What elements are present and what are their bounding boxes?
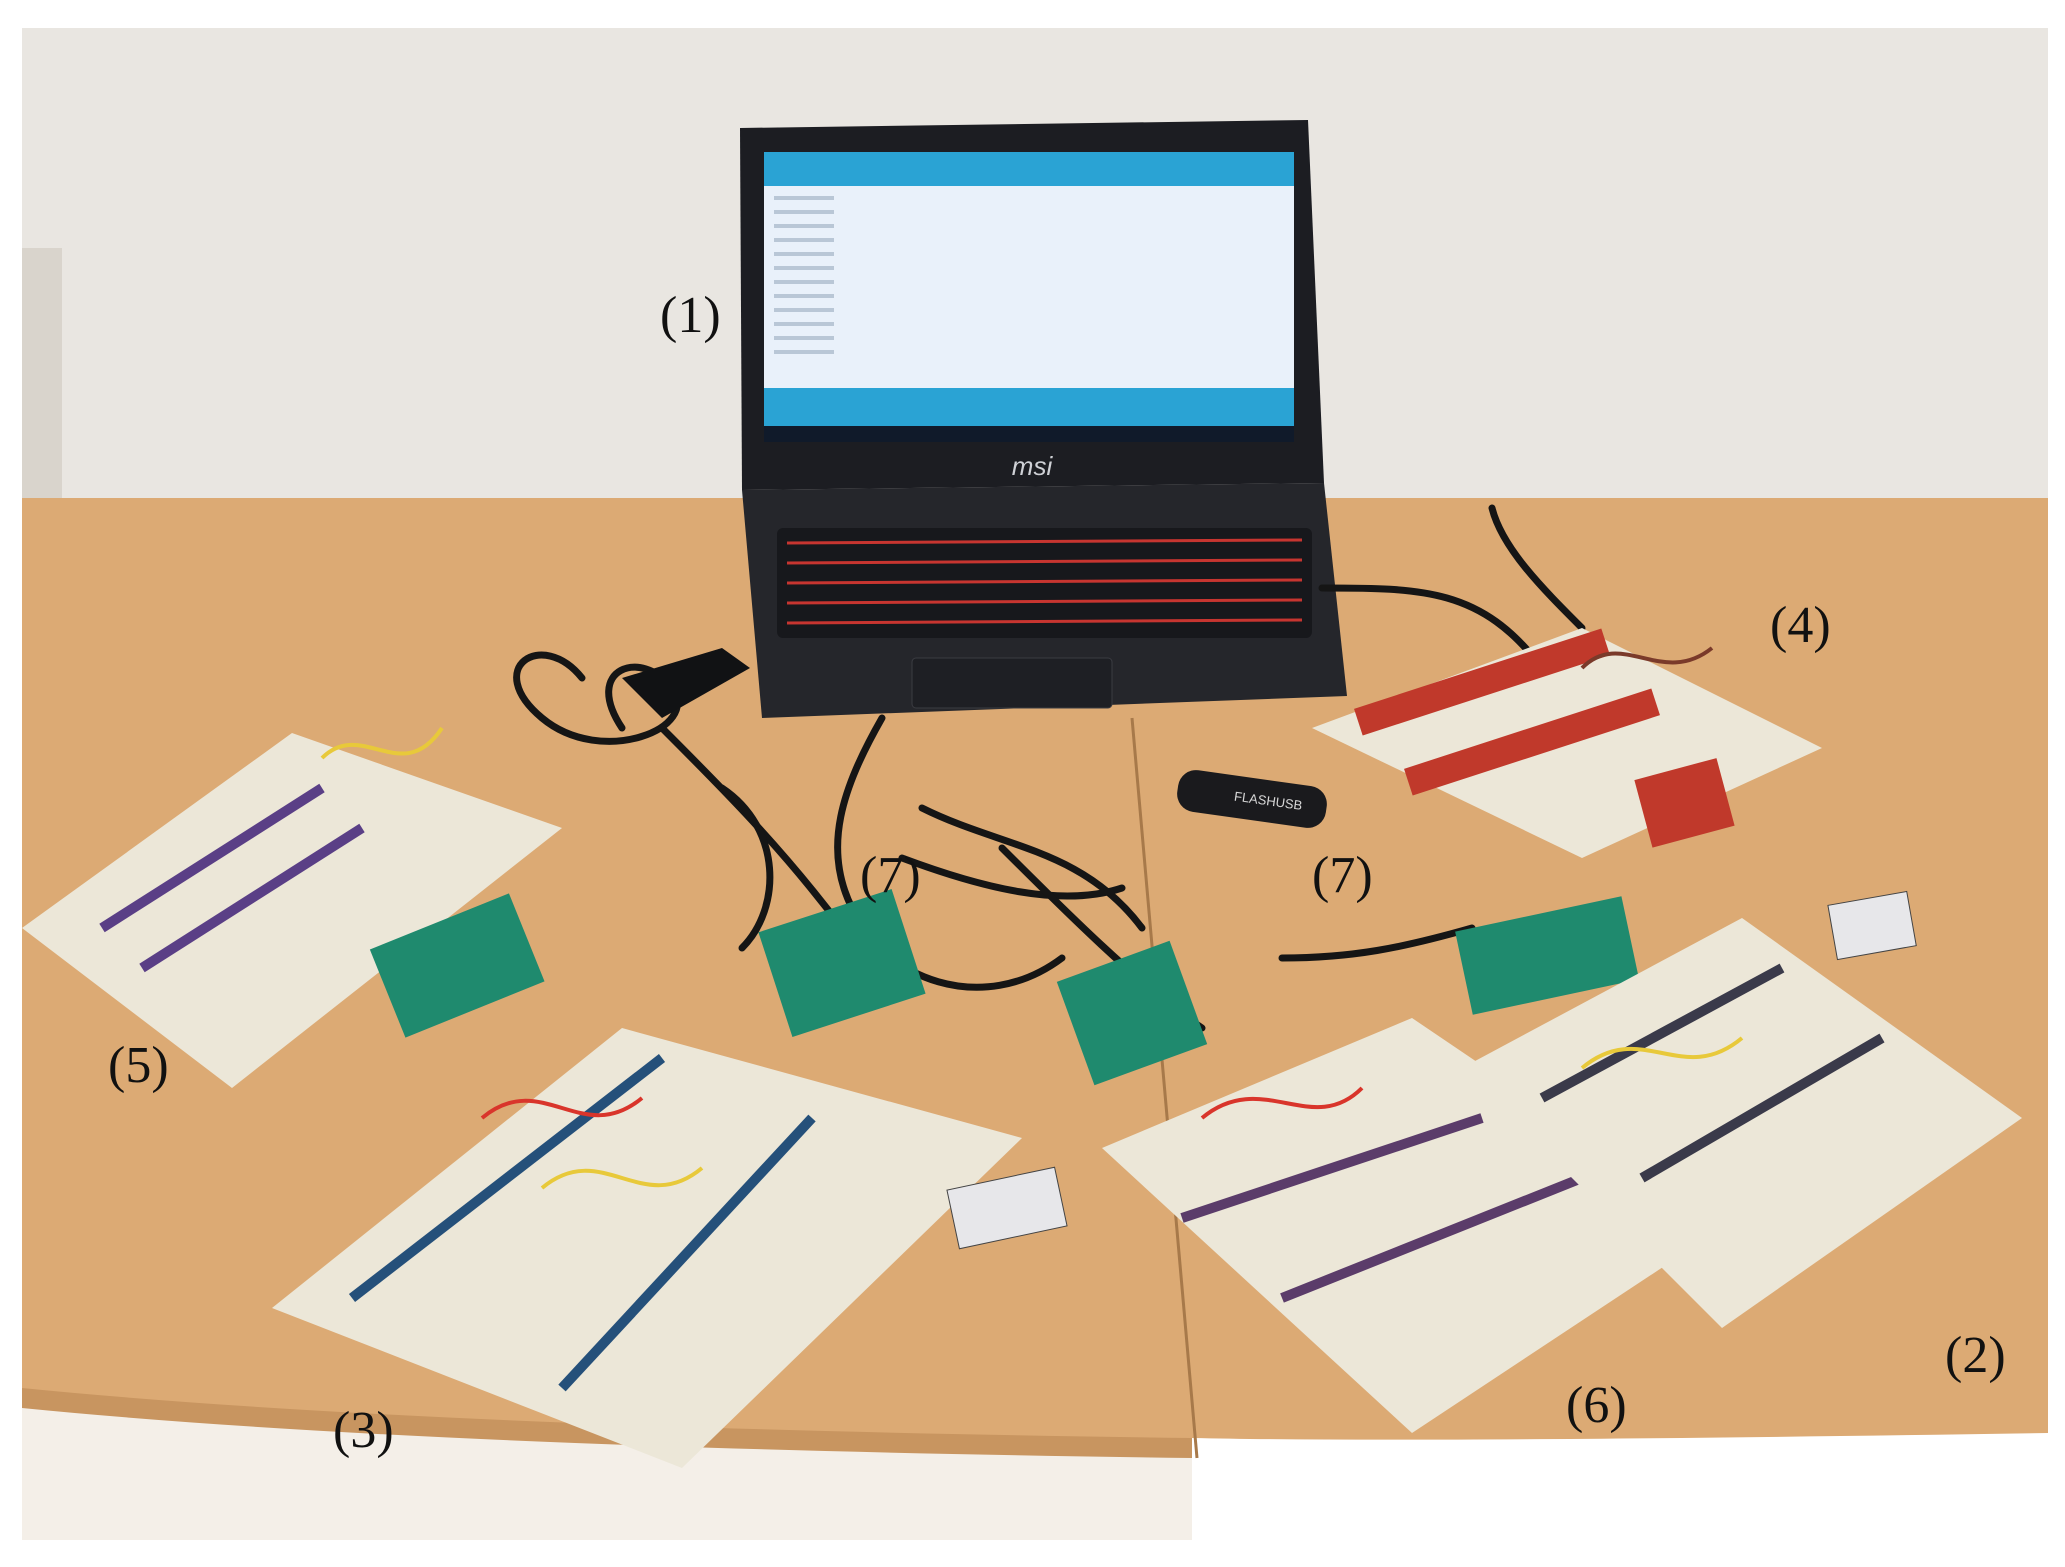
desk-seam <box>1130 717 1199 1459</box>
callout-label-5: (5) <box>108 1037 169 1094</box>
arduino-board-a <box>369 893 545 1038</box>
arduino-board-b <box>758 889 926 1037</box>
callout-label-2: (2) <box>1945 1327 2006 1384</box>
breadboard-6 <box>1102 1018 1722 1433</box>
breadboard-5-modules <box>99 783 365 973</box>
sd-card-module-b <box>1827 890 1917 961</box>
callout-label-7b: (7) <box>1312 847 1373 904</box>
keyboard-backlight <box>786 538 1303 625</box>
laptop-brand: msi <box>1012 451 1054 481</box>
breadboard-2 <box>1462 918 2022 1328</box>
desk-edge-right <box>1192 1433 2048 1540</box>
arduino-board-d <box>1455 896 1640 1015</box>
callout-label-4: (4) <box>1770 597 1831 654</box>
cables <box>513 504 1586 1032</box>
screen-text-lines <box>774 196 834 354</box>
callout-label-3: (3) <box>333 1402 394 1459</box>
breadboard-3 <box>272 1028 1022 1468</box>
usb-dongle: FLASHUSB <box>1177 770 1327 828</box>
sd-card-module-a <box>946 1166 1068 1250</box>
callout-label-1: (1) <box>660 287 721 344</box>
floor-left <box>22 1408 1192 1540</box>
screen-console <box>764 388 1294 426</box>
breadboard-4 <box>1312 628 1822 858</box>
jumper-wires <box>320 646 1744 1190</box>
callout-label-6: (6) <box>1566 1377 1627 1434</box>
laptop: msi <box>740 120 1347 718</box>
usb-hub <box>622 648 750 718</box>
scene-illustration: msi FLASHUSB <box>22 28 2048 1540</box>
touchpad <box>911 657 1113 709</box>
screen-taskbar <box>764 426 1294 442</box>
photo: msi FLASHUSB <box>22 28 2048 1540</box>
arduino-board-c <box>1056 940 1208 1086</box>
breadboard-5 <box>22 733 562 1088</box>
screen-toolbar <box>764 152 1294 186</box>
callout-label-7a: (7) <box>860 847 921 904</box>
